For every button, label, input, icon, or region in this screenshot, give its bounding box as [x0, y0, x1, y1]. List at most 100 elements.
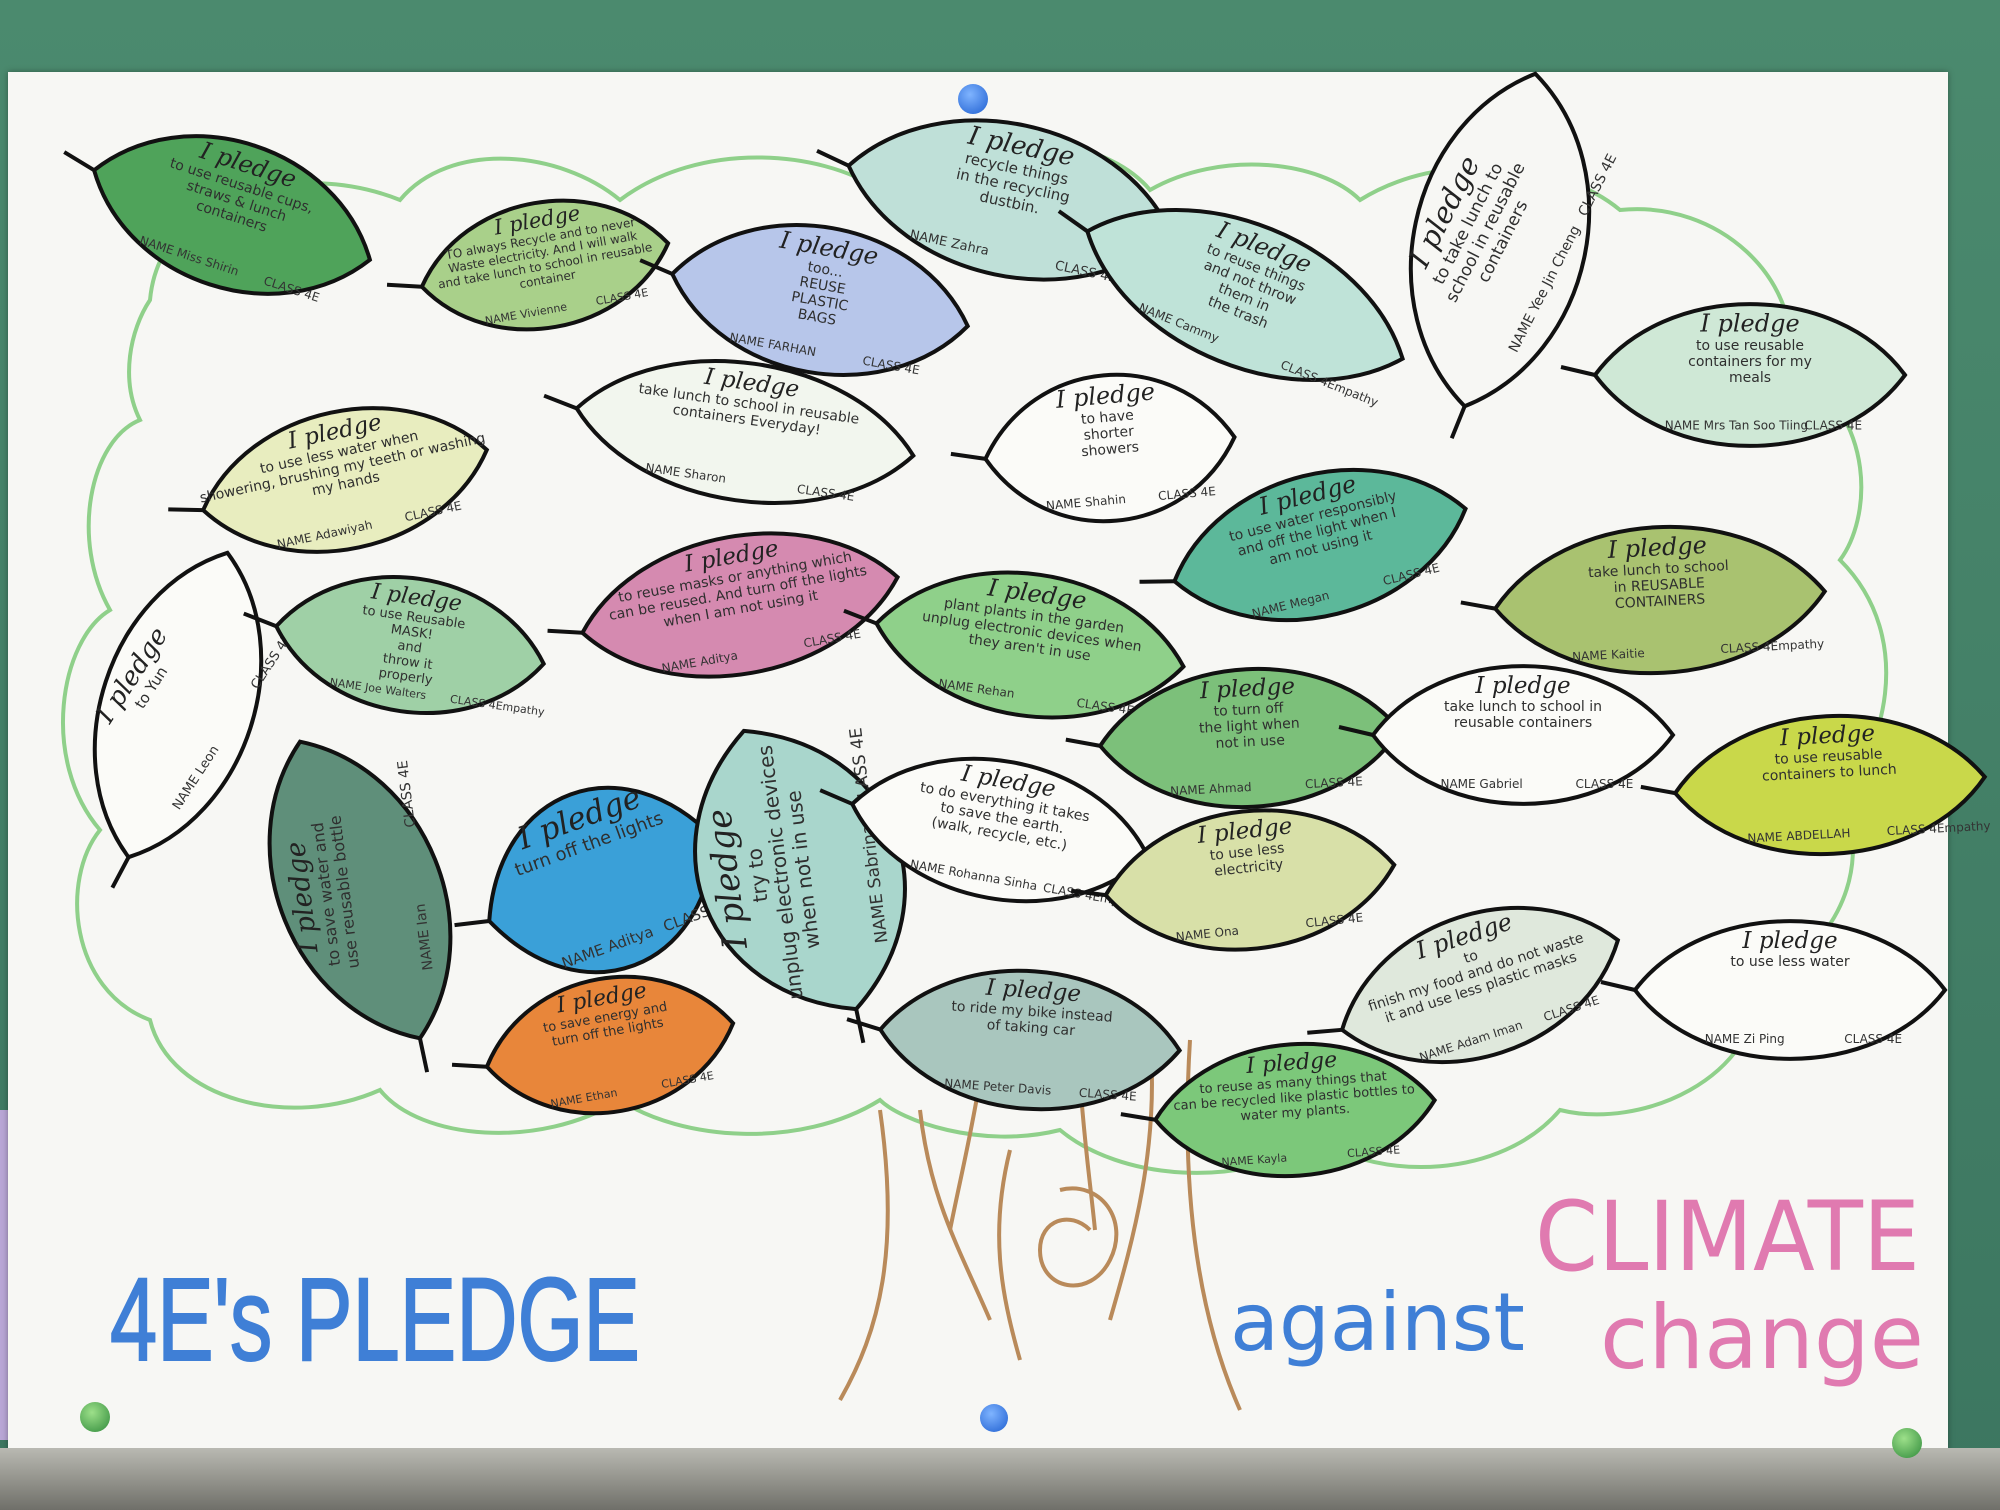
leaf-shape: [1672, 713, 1988, 857]
push-pin-icon: [980, 1404, 1008, 1432]
leaf-stem: [543, 393, 578, 411]
board-rail: [0, 1448, 2000, 1510]
leaf-shape: [1103, 808, 1397, 952]
pledge-text: to: [1462, 947, 1480, 967]
leaf-heading: I pledge: [1198, 673, 1295, 704]
leaf-stem: [1070, 888, 1107, 898]
leaf-stem: [639, 258, 674, 276]
title-change: change: [1600, 1286, 1924, 1389]
leaf-class: CLASS 4E: [1078, 1086, 1137, 1104]
leaf-stem: [1338, 725, 1374, 737]
leaf-class: CLASS 4E: [1305, 910, 1364, 930]
pledge-text: the light when: [1199, 716, 1300, 737]
title-4e-pledge: 4E's PLEDGE: [110, 1254, 640, 1386]
leaf-shape: [579, 531, 901, 679]
leaf-name: NAME Kaitie: [1572, 646, 1645, 664]
leaf-stem: [243, 611, 278, 629]
leaf-stem: [1065, 737, 1101, 748]
leaf-shape: [1339, 906, 1621, 1064]
leaf-shape: [983, 372, 1237, 524]
pledge-text: containers for my: [1688, 354, 1812, 370]
leaf-stem: [1449, 405, 1467, 440]
leaf-shape: [484, 974, 736, 1116]
pledge-text: take lunch to school in: [1444, 699, 1602, 715]
leaf-shape: [877, 968, 1183, 1112]
leaf-stem: [454, 919, 490, 928]
leaf-name: NAME Kayla: [1221, 1151, 1288, 1169]
leaf-shape: [92, 550, 264, 860]
leaf-shape: [1370, 664, 1676, 806]
leaf-shape: [1492, 524, 1828, 676]
pledge-text: to use less: [1209, 840, 1285, 864]
leaf-heading: I pledge: [1778, 720, 1875, 751]
leaf-shape: [1152, 1041, 1438, 1179]
leaf-stem: [110, 856, 131, 889]
pledge-text: shorter: [1083, 424, 1135, 444]
leaf-stem: [1120, 1112, 1156, 1122]
pledge-text: in REUSABLE: [1613, 575, 1705, 596]
pledge-text: to use reusable: [1696, 338, 1804, 354]
leaf-stem: [547, 628, 583, 635]
leaf-shape: [267, 739, 453, 1041]
leaf-stem: [1307, 1027, 1343, 1035]
pledge-text: to use less water: [1730, 954, 1849, 970]
leaf-class: CLASS 4E: [1576, 777, 1634, 791]
pledge-text: to have: [1080, 407, 1134, 428]
leaf-name: NAME Gabriel: [1441, 777, 1523, 791]
pledge-text: electricity: [1213, 857, 1284, 880]
pledge-text: showers: [1081, 439, 1140, 460]
pledge-text: of taking car: [986, 1017, 1075, 1039]
pledge-text: containers to lunch: [1762, 762, 1897, 785]
leaf-heading: I pledge: [1474, 673, 1570, 699]
leaf-heading: I pledge: [1606, 531, 1708, 564]
leaf-shape: [1172, 467, 1468, 623]
pledge-text: CONTAINERS: [1615, 591, 1706, 612]
leaf-stem: [816, 148, 850, 168]
pledge-text: to use reusable: [1774, 746, 1883, 768]
leaf-shape: [574, 359, 916, 505]
push-pin-icon: [1892, 1428, 1922, 1458]
pledge-text: to turn off: [1213, 700, 1284, 720]
leaf-shape: [1408, 71, 1592, 409]
leaf-stem: [854, 1008, 866, 1044]
leaf-class: CLASS 4E: [1305, 774, 1363, 791]
leaf-name: NAME ABDELLAH: [1747, 826, 1851, 845]
leaf-shape: [669, 223, 971, 377]
pledge-text: too...: [806, 259, 844, 281]
push-pin-icon: [958, 84, 988, 114]
pledge-text: REUSE: [798, 274, 847, 298]
leaf-stem: [1139, 579, 1175, 584]
leaf-stem: [843, 608, 878, 626]
pledge-text: and: [397, 638, 423, 656]
leaf-shape: [273, 575, 547, 715]
pledge-text: BAGS: [796, 306, 837, 328]
leaf-class: CLASS 4E: [1158, 484, 1217, 503]
leaf-stem: [417, 1037, 430, 1073]
leaf-shape: [1632, 919, 1948, 1061]
leaf-class: CLASS 4E: [1804, 419, 1862, 433]
leaf-class: CLASS 4E: [1844, 1032, 1902, 1046]
pledge-text: throw it: [382, 651, 433, 673]
leaf-heading: I pledge: [1741, 928, 1837, 954]
push-pin-icon: [80, 1402, 110, 1432]
